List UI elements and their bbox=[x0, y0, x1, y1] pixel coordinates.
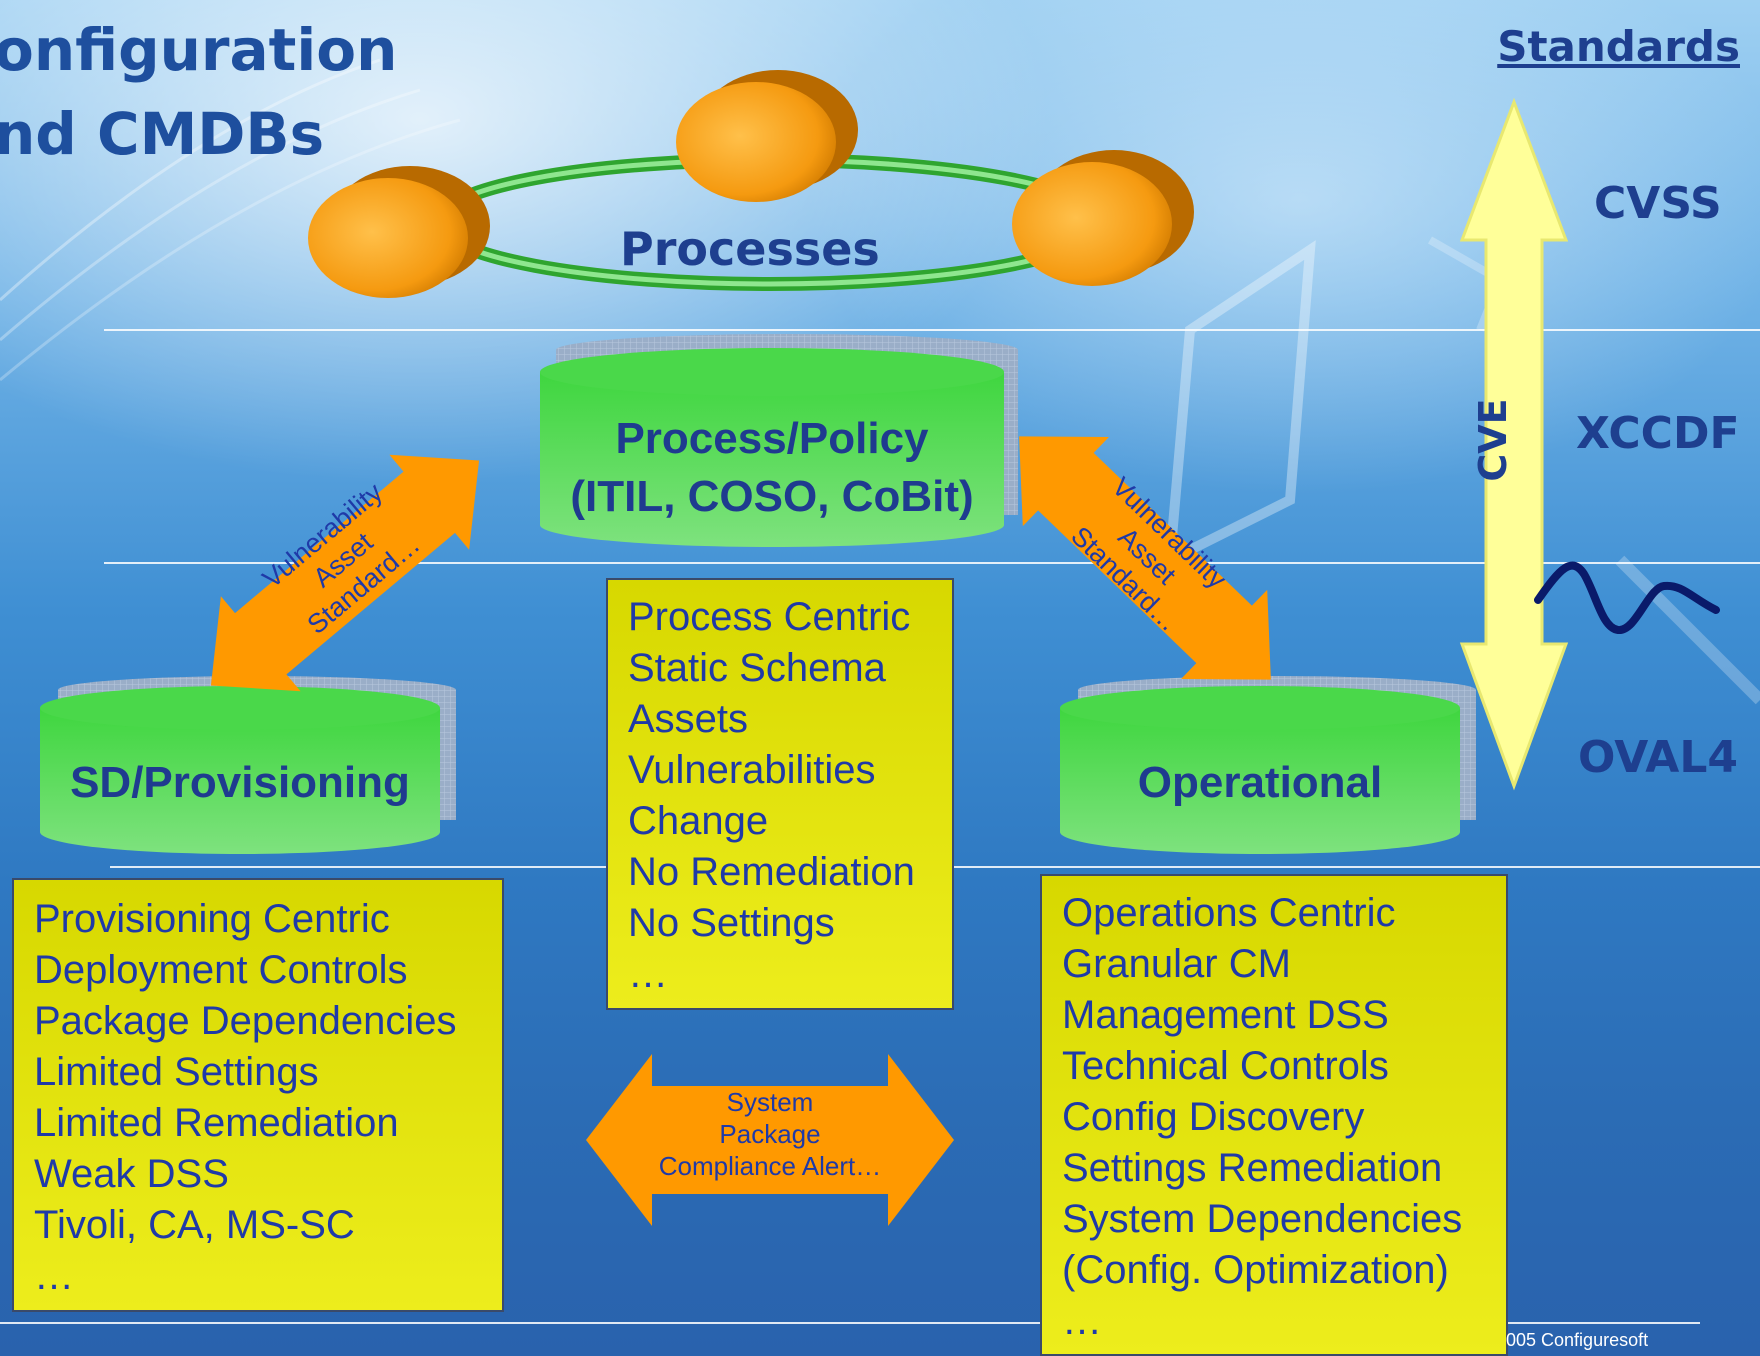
list-item: Deployment Controls bbox=[34, 948, 408, 992]
list-item: Settings Remediation bbox=[1062, 1146, 1443, 1190]
list-item: Granular CM bbox=[1062, 942, 1291, 986]
list-item: Vulnerabilities bbox=[628, 748, 876, 792]
layer-divider bbox=[0, 1322, 1700, 1324]
list-item: Static Schema bbox=[628, 646, 886, 690]
processes-label: Processes bbox=[620, 222, 880, 276]
standards-scale-arrow bbox=[1459, 97, 1569, 791]
list-item: Change bbox=[628, 799, 769, 843]
provisioning-policy-link-arrow bbox=[210, 454, 480, 692]
wave-icon bbox=[1534, 561, 1720, 634]
list-item: Management DSS bbox=[1062, 993, 1389, 1037]
footer-copyright: 005 Configuresoft bbox=[1506, 1330, 1649, 1350]
provisioning-repository-label: SD/Provisioning bbox=[70, 758, 410, 807]
layer-divider bbox=[104, 329, 1760, 331]
list-item: Operations Centric bbox=[1062, 891, 1396, 935]
cve-axis-label: CVE bbox=[1471, 398, 1515, 482]
policy-repository-cylinder bbox=[540, 334, 1018, 547]
layer-divider bbox=[104, 562, 1760, 564]
operational-repository-cylinder bbox=[1060, 676, 1476, 854]
list-item: Weak DSS bbox=[34, 1152, 229, 1196]
list-item: … bbox=[628, 952, 668, 996]
list-item: … bbox=[1062, 1299, 1102, 1343]
process-node-right bbox=[1012, 150, 1194, 286]
policy-characteristics-box: Process Centric Static Schema Assets Vul… bbox=[606, 578, 954, 1010]
bottom-link-label: System Package Compliance Alert… bbox=[620, 1086, 920, 1182]
operational-repository-label: Operational bbox=[1137, 758, 1383, 807]
bottom-link-item: System bbox=[726, 1087, 814, 1117]
list-item: Tivoli, CA, MS-SC bbox=[34, 1203, 355, 1247]
list-item: Technical Controls bbox=[1062, 1044, 1389, 1088]
standard-xccdf: XCCDF bbox=[1576, 408, 1740, 459]
list-item: No Remediation bbox=[628, 850, 915, 894]
standards-heading: Standards bbox=[1497, 22, 1740, 71]
policy-label-line-2: (ITIL, COSO, CoBit) bbox=[570, 472, 974, 521]
provisioning-characteristics-box: Provisioning Centric Deployment Controls… bbox=[12, 878, 504, 1312]
list-item: Config Discovery bbox=[1062, 1095, 1365, 1139]
process-node-left bbox=[308, 166, 490, 298]
list-item: Limited Remediation bbox=[34, 1101, 399, 1145]
standard-oval: OVAL4 bbox=[1578, 732, 1738, 783]
process-node-top bbox=[676, 70, 858, 202]
page-title: onfiguration nd CMDBs bbox=[0, 8, 397, 176]
standard-cvss: CVSS bbox=[1594, 178, 1722, 229]
operational-policy-link-arrow bbox=[1019, 436, 1271, 680]
provisioning-operational-link-arrow bbox=[586, 1054, 954, 1226]
policy-label-line-1: Process/Policy bbox=[615, 414, 929, 463]
list-item: Limited Settings bbox=[34, 1050, 319, 1094]
operational-characteristics-box: Operations Centric Granular CM Managemen… bbox=[1040, 874, 1508, 1356]
list-item: … bbox=[34, 1254, 74, 1298]
provisioning-repository-cylinder bbox=[40, 676, 456, 854]
list-item: System Dependencies bbox=[1062, 1197, 1463, 1241]
bottom-link-item: Compliance Alert… bbox=[658, 1151, 882, 1181]
title-line-1: onfiguration bbox=[0, 16, 398, 84]
list-item: Process Centric bbox=[628, 595, 911, 639]
list-item: Assets bbox=[628, 697, 749, 741]
title-line-2: nd CMDBs bbox=[0, 100, 325, 168]
list-item: (Config. Optimization) bbox=[1062, 1248, 1449, 1292]
policy-repository-label: Process/Policy (ITIL, COSO, CoBit) bbox=[540, 410, 1004, 526]
repository-cylinders bbox=[40, 334, 1476, 854]
list-item: Package Dependencies bbox=[34, 999, 457, 1043]
bottom-link-item: Package bbox=[719, 1119, 821, 1149]
list-item: Provisioning Centric bbox=[34, 897, 390, 941]
processes-ring-diagram bbox=[308, 70, 1194, 298]
list-item: No Settings bbox=[628, 901, 835, 945]
